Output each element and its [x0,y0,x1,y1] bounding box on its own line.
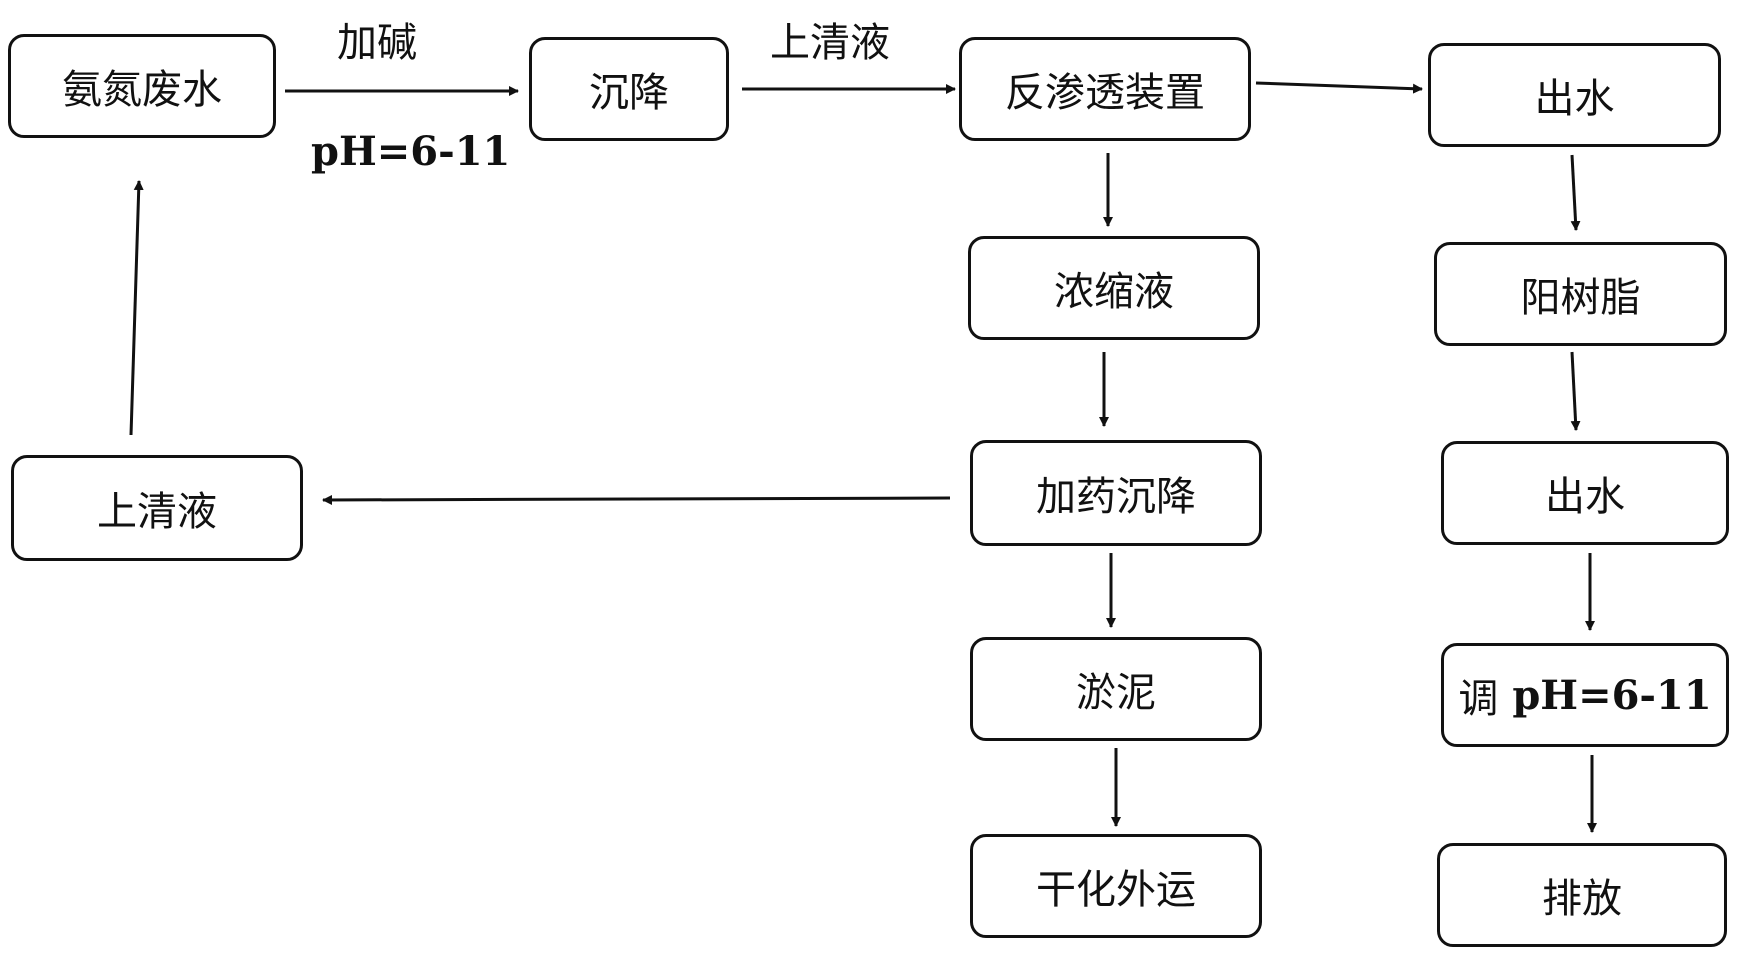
node-label: 反渗透装置 [1005,70,1205,116]
node-outwater-1: 出水 [1428,43,1721,147]
node-label: 氨氮废水 [62,67,222,113]
node-label: 加药沉降 [1036,474,1196,520]
node-settle: 沉降 [529,37,729,141]
node-label: 出水 [1534,76,1615,122]
node-dry-transport: 干化外运 [970,834,1262,938]
node-label: 干化外运 [1036,867,1196,913]
edge-label-supernatant: 上清液 [770,20,890,66]
node-label: 沉降 [589,70,669,116]
node-sludge: 淤泥 [970,637,1262,741]
arrow-resin-to-outwater2 [1570,351,1581,431]
node-label: 浓缩液 [1054,269,1174,315]
node-ammonia-wastewater: 氨氮废水 [8,34,276,138]
node-label: 上清液 [97,489,217,535]
node-supernatant-return: 上清液 [11,455,303,561]
node-label: 阳树脂 [1520,275,1641,321]
arrow-outwater-to-resin [1570,154,1581,231]
node-adjust-ph: 调 pH=6-11 [1441,643,1729,747]
node-label: 排放 [1542,876,1622,922]
node-label-prefix: 调 [1458,676,1499,722]
arrow-dosing-to-supernatant [322,494,951,505]
node-outwater-2: 出水 [1441,441,1729,545]
node-dosing-settle: 加药沉降 [970,440,1262,546]
node-cation-resin: 阳树脂 [1434,242,1727,346]
arrow-supernatant-to-wastewater [129,180,144,436]
node-label: 淤泥 [1076,670,1156,716]
node-label: 出水 [1545,474,1625,520]
node-concentrate: 浓缩液 [968,236,1260,340]
node-reverse-osmosis: 反渗透装置 [959,37,1251,141]
edge-label-add-alkali: 加碱 [337,20,417,66]
edge-label-ph-range: pH=6-11 [311,128,511,175]
arrow-ro-to-outwater [1255,81,1423,94]
node-label-ph: pH=6-11 [1512,671,1712,719]
node-discharge: 排放 [1437,843,1727,947]
